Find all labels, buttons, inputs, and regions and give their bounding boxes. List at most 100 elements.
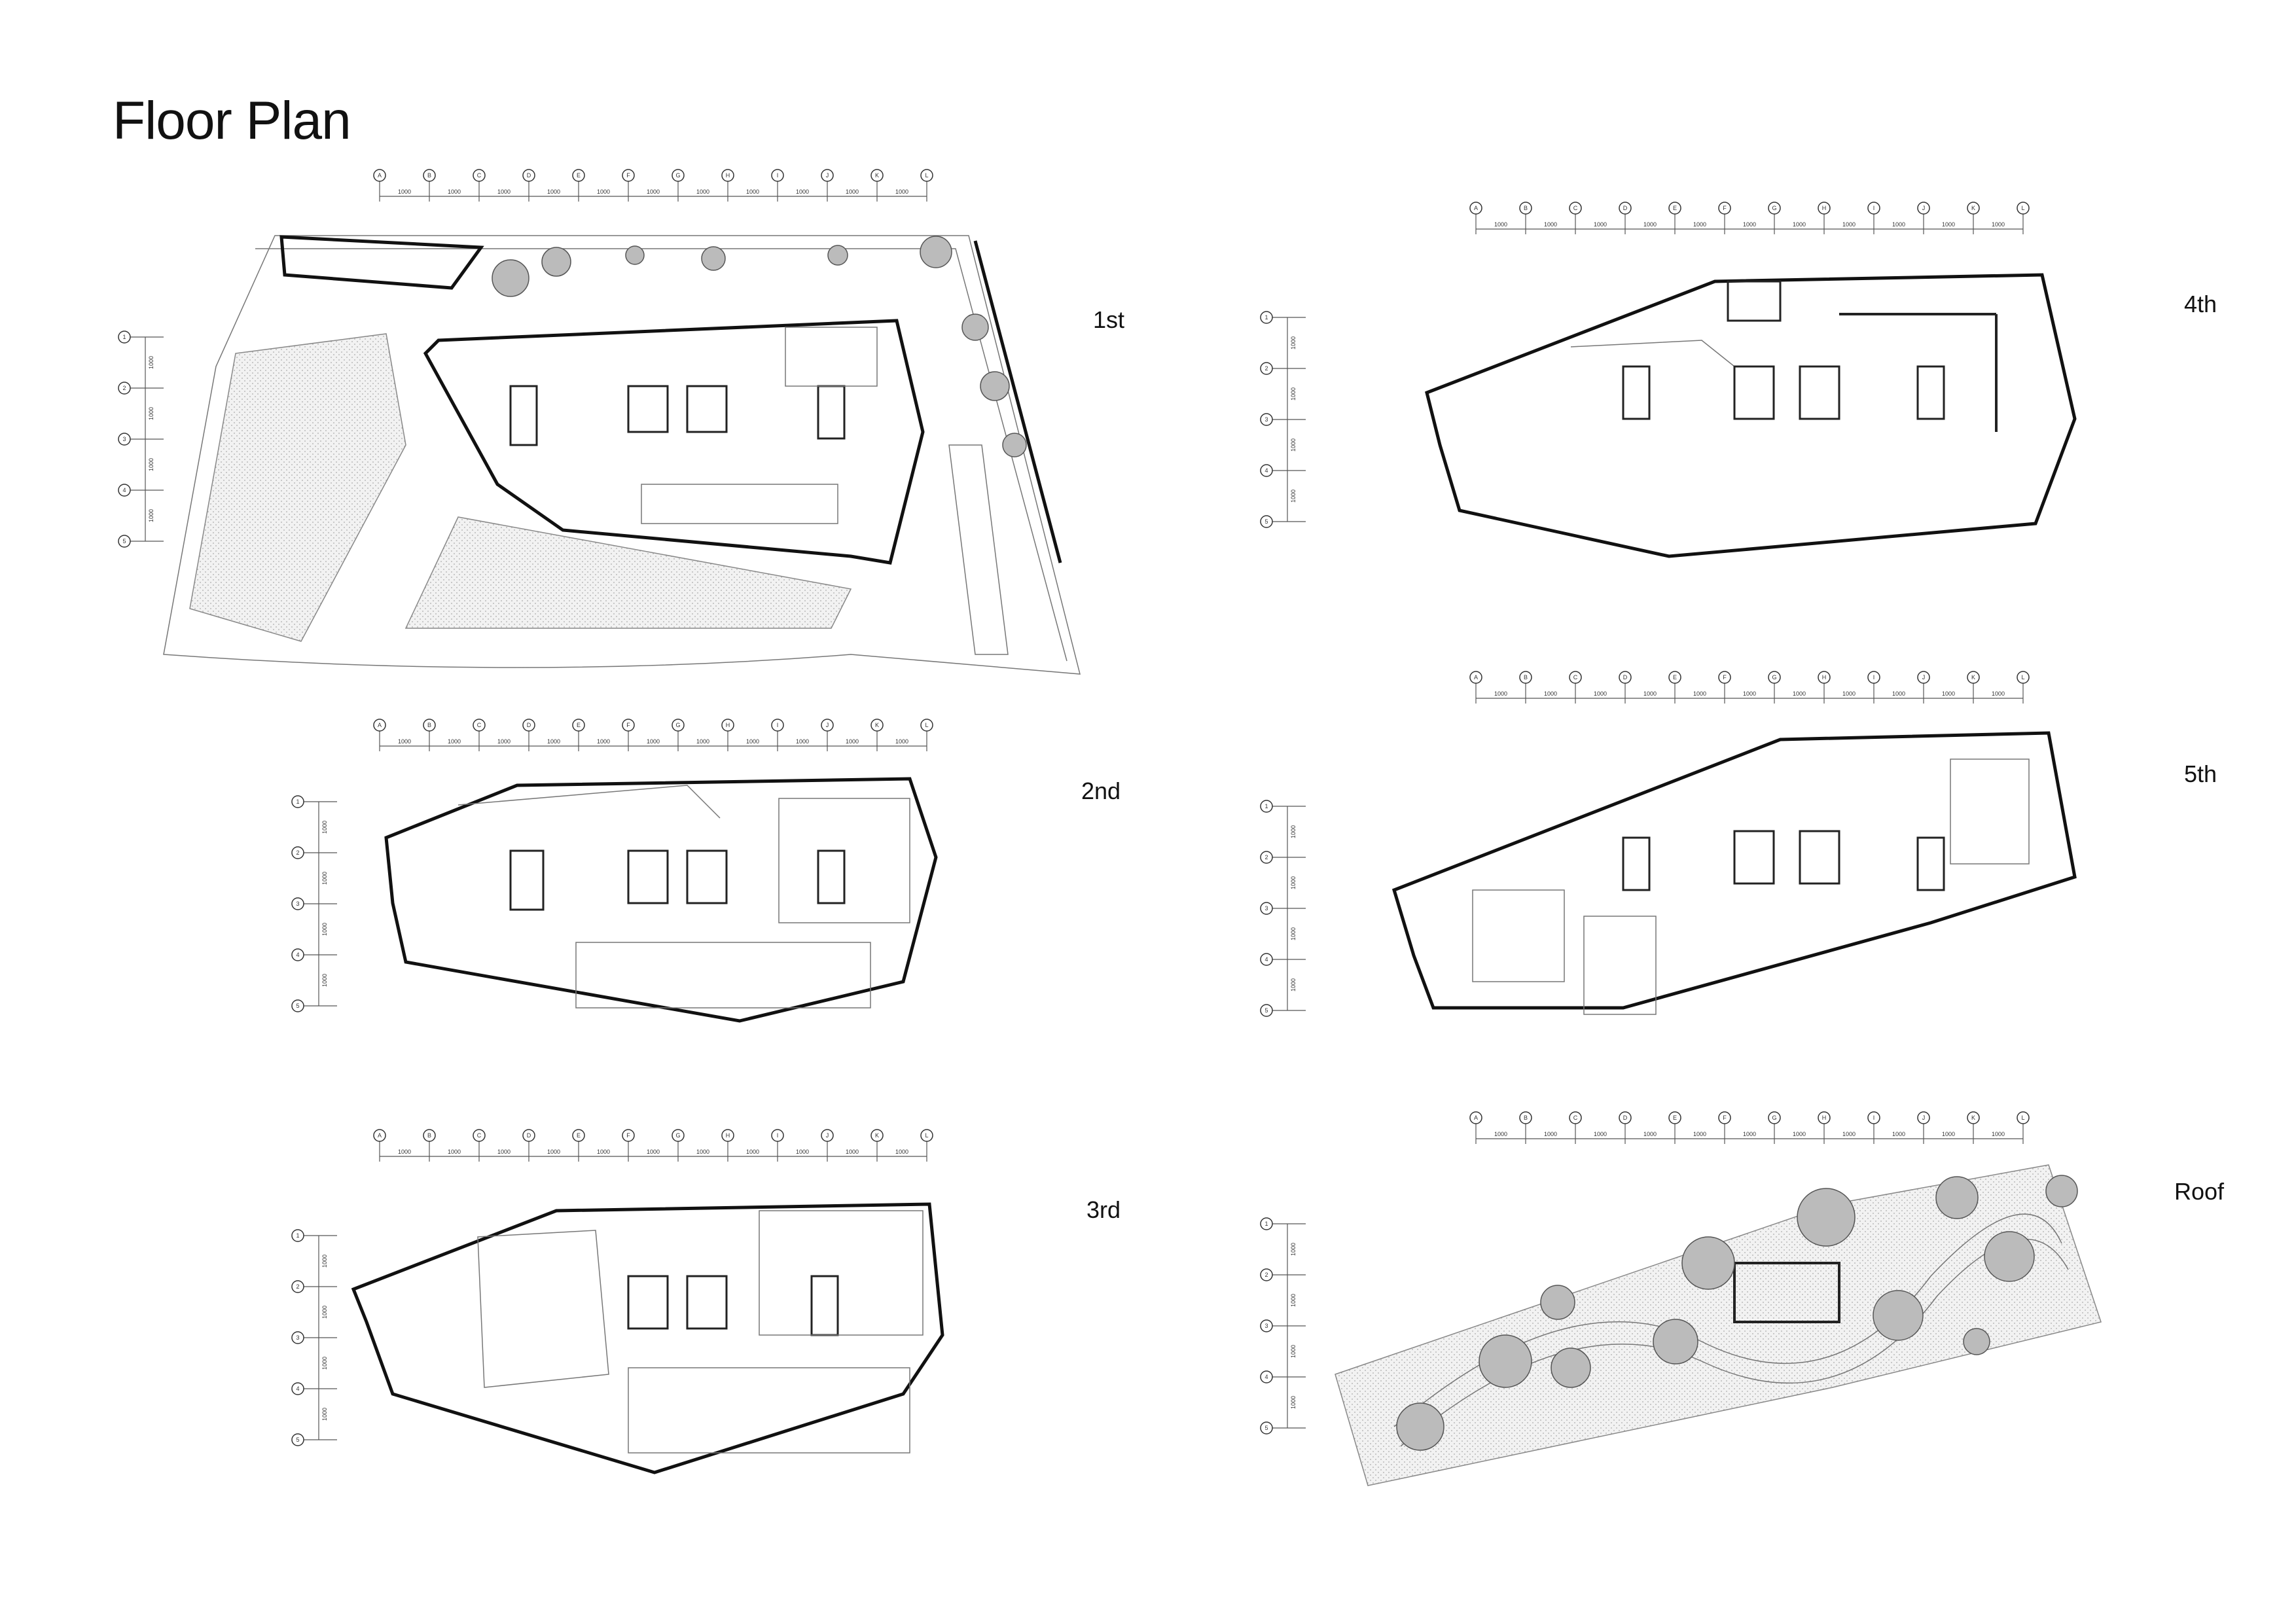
grid-dimension: 1000 — [321, 1408, 328, 1421]
grid-row-1-label: 1 — [1265, 314, 1268, 321]
grid-dimension: 1000 — [1992, 690, 2005, 697]
grid-column-B-label: B — [1524, 674, 1528, 681]
grid-dimension: 1000 — [321, 1255, 328, 1268]
grid-dimension: 1000 — [321, 821, 328, 834]
grid-column-G-label: G — [1772, 205, 1776, 211]
grid-dimension: 1000 — [1892, 690, 1905, 697]
grid-column-C-label: C — [477, 722, 482, 728]
plan-label-5th: 5th — [2184, 760, 2217, 787]
plan-roof — [1335, 1164, 2102, 1486]
plan-label-3rd: 3rd — [1086, 1196, 1121, 1223]
grid-column-G — [672, 719, 685, 732]
grid-column-G-label: G — [675, 722, 680, 728]
grid-column-G — [1768, 202, 1781, 215]
grid-dimension: 1000 — [1942, 221, 1955, 228]
grid-column-I — [771, 719, 784, 732]
grid-column-A-label: A — [1474, 674, 1478, 681]
grid-dimension: 1000 — [597, 1149, 610, 1155]
plan-label-2nd: 2nd — [1081, 777, 1121, 804]
grid-row-5 — [118, 535, 131, 548]
grid-column-E — [1668, 202, 1681, 215]
grid-column-A — [373, 719, 386, 732]
grid-row-3 — [1260, 902, 1273, 915]
grid-column-E-label: E — [577, 722, 581, 728]
grid-dimension: 1000 — [1942, 1131, 1955, 1137]
plan-2nd — [384, 777, 938, 1023]
grid-row-5-label: 5 — [296, 1003, 299, 1009]
grid-column-E-label: E — [1673, 205, 1677, 211]
grid-column-J — [821, 719, 834, 732]
grid-row-1 — [1260, 311, 1273, 324]
grid-column-D — [522, 169, 535, 182]
grid-column-G-label: G — [675, 172, 680, 179]
grid-row-5 — [1260, 515, 1273, 528]
grid-column-L — [2017, 671, 2030, 684]
grid-dimension: 1000 — [547, 1149, 560, 1155]
grid-column-I — [771, 1129, 784, 1142]
grid-column-K-label: K — [1971, 674, 1975, 681]
grid-column-H-label: H — [1822, 1115, 1827, 1121]
grid-dimension: 1000 — [448, 188, 461, 195]
grid-column-A-label: A — [378, 172, 382, 179]
grid-row-5-label: 5 — [296, 1436, 299, 1443]
grid-column-D-label: D — [527, 722, 531, 728]
grid-dimension: 1000 — [846, 738, 859, 745]
grid-row-3 — [291, 1331, 304, 1344]
grid-row-3-label: 3 — [296, 1334, 299, 1341]
grid-dimension: 1000 — [497, 738, 511, 745]
grid-dimension: 1000 — [796, 1149, 809, 1155]
page-title: Floor Plan — [113, 91, 351, 151]
grid-column-D-label: D — [1623, 674, 1628, 681]
grid-column-K — [870, 1129, 884, 1142]
grid-dimension: 1000 — [846, 188, 859, 195]
grid-row-4 — [291, 948, 304, 961]
grid-column-C — [473, 1129, 486, 1142]
grid-column-A — [373, 1129, 386, 1142]
grid-column-F-label: F — [1723, 1115, 1727, 1121]
grid-column-L — [920, 169, 933, 182]
grid-row-4-label: 4 — [296, 952, 299, 958]
grid-column-H — [721, 719, 734, 732]
grid-dimension: 1000 — [1290, 1345, 1297, 1358]
plan-1st — [163, 235, 1081, 675]
grid-dimension: 1000 — [321, 923, 328, 936]
grid-row-2 — [118, 382, 131, 395]
grid-column-C-label: C — [477, 1132, 482, 1139]
grid-column-B — [423, 719, 436, 732]
grid-row-2 — [1260, 1268, 1273, 1281]
grid-column-G — [672, 169, 685, 182]
grid-column-E — [572, 1129, 585, 1142]
grid-row-2-label: 2 — [1265, 1272, 1268, 1278]
grid-dimension: 1000 — [398, 188, 411, 195]
grid-column-L-label: L — [925, 172, 928, 179]
grid-column-J-label: J — [826, 1132, 829, 1139]
grid-column-G-label: G — [1772, 674, 1776, 681]
grid-row-3-label: 3 — [1265, 1323, 1268, 1329]
grid-column-C-label: C — [1573, 1115, 1578, 1121]
grid-row-1-label: 1 — [296, 798, 299, 805]
grid-column-K-label: K — [875, 1132, 879, 1139]
grid-row-4 — [291, 1382, 304, 1395]
grid-column-A-label: A — [1474, 1115, 1478, 1121]
grid-column-J-label: J — [1922, 674, 1926, 681]
grid-dimension: 1000 — [1842, 1131, 1856, 1137]
grid-row-1-label: 1 — [1265, 1221, 1268, 1227]
grid-row-4-label: 4 — [296, 1385, 299, 1392]
grid-column-I — [1867, 202, 1880, 215]
grid-dimension: 1000 — [1743, 1131, 1756, 1137]
grid-column-I — [771, 169, 784, 182]
grid-dimension: 1000 — [1942, 690, 1955, 697]
grid-dimension: 1000 — [1693, 1131, 1706, 1137]
grid-row-5-label: 5 — [1265, 518, 1268, 525]
grid-dimension: 1000 — [796, 738, 809, 745]
grid-dimension: 1000 — [895, 738, 908, 745]
grid-dimension: 1000 — [547, 188, 560, 195]
grid-row-1 — [291, 795, 304, 808]
grid-dimension: 1000 — [1643, 690, 1657, 697]
grid-dimension: 1000 — [148, 356, 154, 369]
grid-column-K — [1967, 202, 1980, 215]
grid-column-E-label: E — [577, 1132, 581, 1139]
grid-column-L-label: L — [925, 1132, 928, 1139]
grid-dimension: 1000 — [647, 188, 660, 195]
grid-column-E-label: E — [1673, 1115, 1677, 1121]
